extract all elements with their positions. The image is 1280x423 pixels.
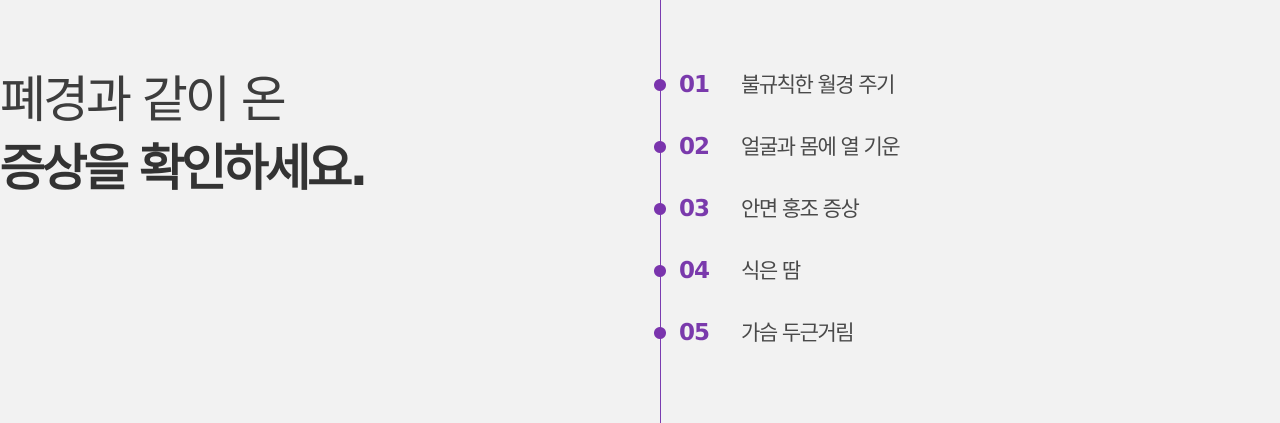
timeline-dot bbox=[654, 327, 666, 339]
timeline-dot bbox=[654, 141, 666, 153]
timeline-dot bbox=[654, 265, 666, 277]
symptom-number: 02 bbox=[679, 134, 710, 160]
symptom-item-02: 02 얼굴과 몸에 열 기운 bbox=[0, 132, 1280, 162]
symptom-number: 03 bbox=[679, 196, 710, 222]
symptom-label: 얼굴과 몸에 열 기운 bbox=[741, 135, 901, 159]
symptom-label: 불규칙한 월경 주기 bbox=[741, 73, 895, 97]
page-heading: 폐경과 같이 온 증상을 확인하세요. bbox=[0, 66, 368, 202]
heading-line-2: 증상을 확인하세요. bbox=[0, 139, 368, 197]
symptom-number: 01 bbox=[679, 72, 710, 98]
symptom-label: 식은 땀 bbox=[741, 259, 801, 283]
heading-line-1: 폐경과 같이 온 bbox=[0, 71, 287, 129]
timeline-dot bbox=[654, 203, 666, 215]
symptom-number: 05 bbox=[679, 320, 710, 346]
symptom-number: 04 bbox=[679, 258, 710, 284]
symptom-label: 가슴 두근거림 bbox=[741, 321, 855, 345]
symptom-item-05: 05 가슴 두근거림 bbox=[0, 318, 1280, 348]
symptom-item-01: 01 불규칙한 월경 주기 bbox=[0, 70, 1280, 100]
symptom-item-04: 04 식은 땀 bbox=[0, 256, 1280, 286]
symptom-label: 안면 홍조 증상 bbox=[741, 197, 860, 221]
symptom-item-03: 03 안면 홍조 증상 bbox=[0, 194, 1280, 224]
timeline-dot bbox=[654, 79, 666, 91]
